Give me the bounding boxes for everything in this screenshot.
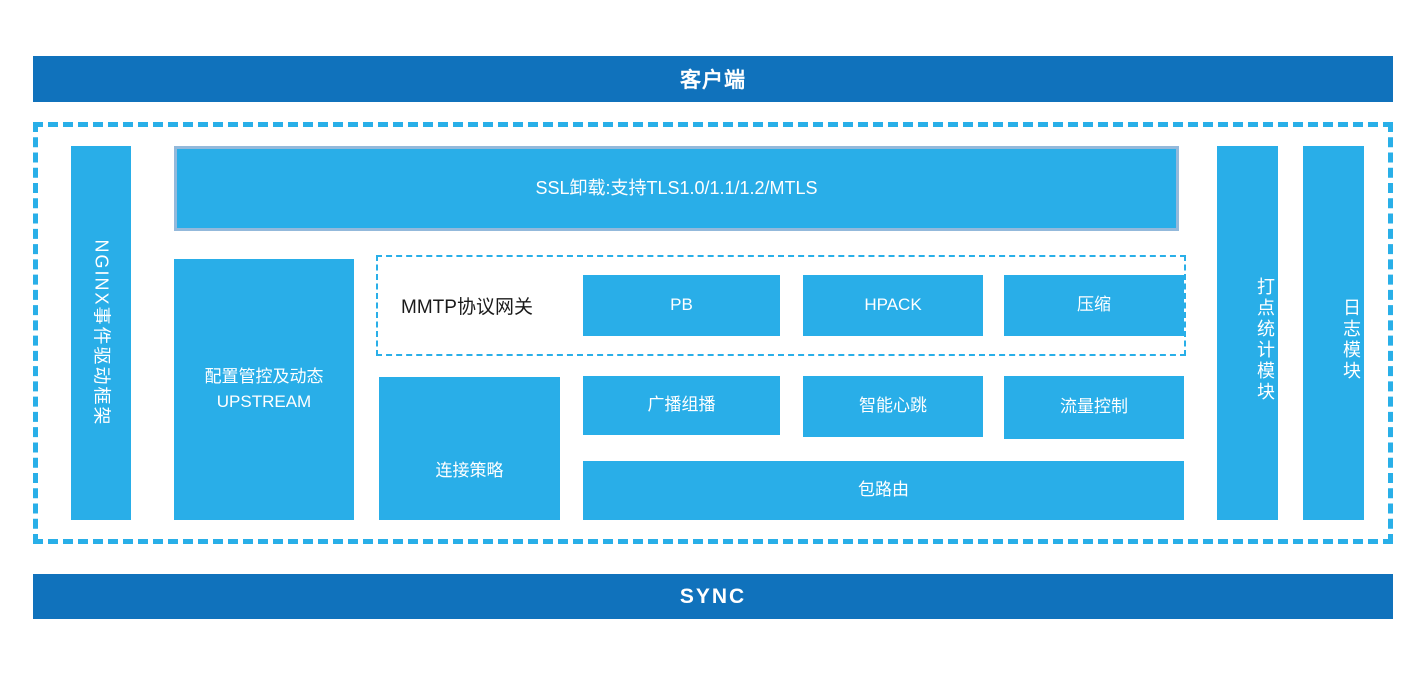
config-upstream-label: 配置管控及动态UPSTREAM: [204, 366, 324, 411]
packet-routing-box: 包路由: [583, 461, 1184, 520]
gateway-boundary: [33, 122, 1393, 544]
smart-heartbeat-label: 智能心跳: [859, 396, 927, 416]
nginx-event-framework-label: NGINX事件驱动框架: [91, 239, 112, 427]
mmtp-gateway-label: MMTP协议网关: [401, 296, 533, 318]
flow-control-label: 流量控制: [1060, 397, 1128, 417]
connection-policy-box: 连接策略: [379, 377, 560, 520]
packet-routing-label: 包路由: [858, 480, 909, 500]
sync-banner-label: SYNC: [679, 584, 747, 608]
ssl-offload-bar: SSL卸载:支持TLS1.0/1.1/1.2/MTLS: [174, 146, 1179, 231]
client-banner: 客户端: [33, 56, 1393, 102]
mmtp-item-pb: PB: [583, 275, 780, 336]
connection-policy-label: 连接策略: [435, 461, 504, 481]
broadcast-multicast-box: 广播组播: [583, 376, 780, 435]
mmtp-item-hpack: HPACK: [803, 275, 983, 336]
mmtp-item-compression-label: 压缩: [1077, 295, 1111, 315]
log-module-box: 日志模块: [1303, 146, 1364, 520]
sync-banner: SYNC: [33, 574, 1393, 619]
mmtp-item-hpack-label: HPACK: [864, 295, 922, 315]
ssl-offload-label: SSL卸载:支持TLS1.0/1.1/1.2/MTLS: [535, 178, 818, 199]
mmtp-item-compression: 压缩: [1004, 275, 1184, 336]
broadcast-multicast-label: 广播组播: [647, 395, 716, 415]
flow-control-box: 流量控制: [1004, 376, 1184, 439]
smart-heartbeat-box: 智能心跳: [803, 376, 983, 437]
metrics-module-label: 打点统计模块: [1255, 277, 1275, 403]
log-module-label: 日志模块: [1341, 298, 1361, 382]
config-upstream-box: 配置管控及动态UPSTREAM: [174, 259, 354, 520]
mmtp-gateway-group: [376, 255, 1186, 356]
mmtp-gateway-label-wrap: MMTP协议网关: [382, 281, 552, 329]
client-banner-label: 客户端: [680, 69, 746, 92]
metrics-module-box: 打点统计模块: [1217, 146, 1278, 520]
mmtp-item-pb-label: PB: [670, 295, 693, 315]
nginx-event-framework-box: NGINX事件驱动框架: [71, 146, 131, 520]
